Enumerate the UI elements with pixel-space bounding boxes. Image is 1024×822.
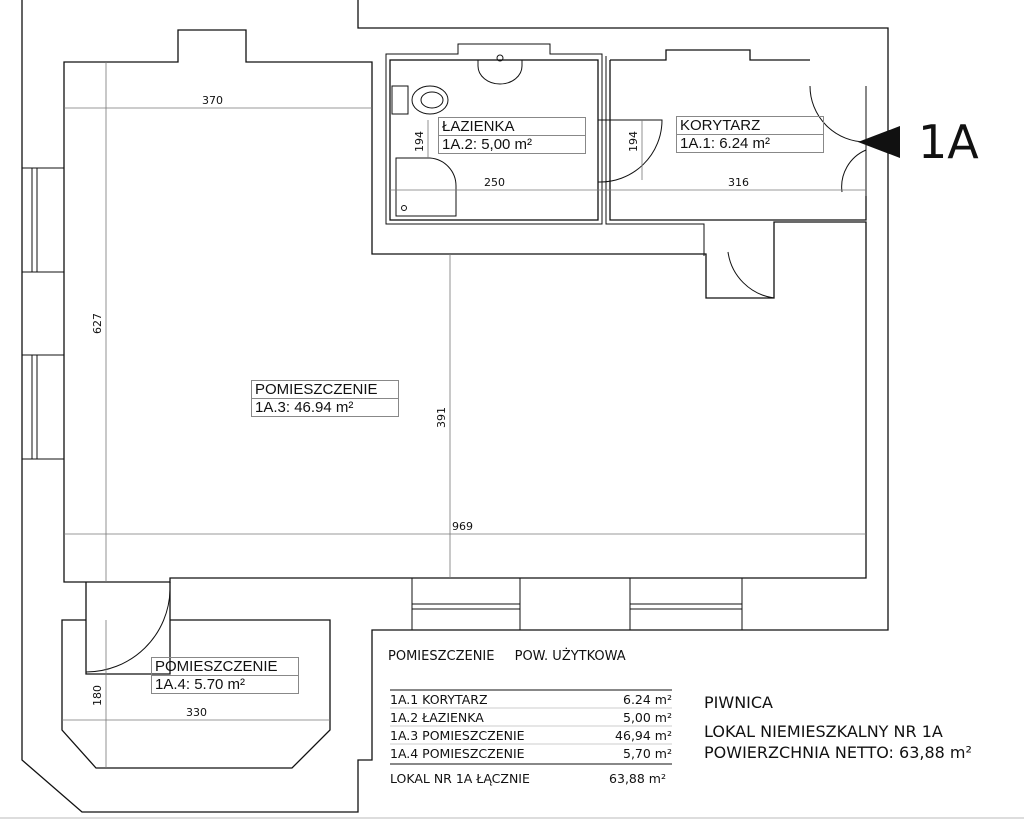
room-label-corridor: KORYTARZ 1A.1: 6.24 m²: [676, 116, 824, 153]
table-rules: [390, 689, 672, 765]
window-left-upper: [21, 167, 65, 273]
room-label-bathroom: ŁAZIENKA 1A.2: 5,00 m²: [438, 117, 586, 154]
room-name: POMIESZCZENIE: [255, 381, 378, 398]
dim-627: 627: [91, 313, 104, 334]
corridor-outer: [605, 56, 705, 256]
table-row-area: 5,70 m²: [623, 746, 672, 761]
outer-wall: [21, 0, 889, 813]
table-row-name: 1A.3 POMIESZCZENIE: [390, 728, 525, 743]
dim-250: 250: [484, 176, 505, 189]
dimension-lines: [62, 62, 866, 768]
table-row-area: 46,94 m²: [615, 728, 672, 743]
room-area: 1A.2: 5,00 m²: [439, 135, 585, 153]
unit-mark-label: 1A: [918, 115, 979, 169]
dim-194-corridor: 194: [627, 131, 640, 152]
shower-icon: [395, 157, 457, 217]
table-total-name: LOKAL NR 1A ŁĄCZNIE: [390, 771, 530, 786]
table-row-name: 1A.2 ŁAZIENKA: [390, 710, 484, 725]
room-name: POMIESZCZENIE: [155, 658, 278, 675]
door-arc-room-1a4: [85, 589, 171, 673]
table-row-area: 5,00 m²: [623, 710, 672, 725]
dim-194-bathroom: 194: [413, 131, 426, 152]
window-bottom-left: [411, 577, 521, 631]
window-left-lower: [21, 354, 65, 460]
bathroom-outer: [385, 43, 603, 225]
sink-icon: [477, 54, 523, 85]
room-1a4-wall: [61, 582, 331, 769]
room-area: 1A.1: 6.24 m²: [677, 134, 823, 152]
door-arc-corridor: [727, 222, 775, 299]
door-arc-entrance: [809, 85, 867, 193]
table-row: 1A.4 POMIESZCZENIE 5,70 m²: [390, 745, 672, 763]
room-1a3-wall: [63, 29, 867, 583]
room-area: 1A.3: 46.94 m²: [252, 398, 398, 416]
table-row-name: 1A.1 KORYTARZ: [390, 692, 488, 707]
window-bottom-right: [629, 577, 743, 631]
info-level: PIWNICA: [704, 693, 773, 712]
info-net-area: POWIERZCHNIA NETTO: 63,88 m²: [704, 743, 972, 762]
door-arc-bathroom: [597, 119, 663, 183]
table-header-area: POW. UŻYTKOWA: [514, 649, 626, 664]
table-row: 1A.3 POMIESZCZENIE 46,94 m²: [390, 727, 672, 745]
dim-316: 316: [728, 176, 749, 189]
table-row: 1A.2 ŁAZIENKA 5,00 m²: [390, 709, 672, 727]
room-label-small: POMIESZCZENIE 1A.4: 5.70 m²: [151, 657, 299, 694]
dim-969: 969: [452, 520, 473, 533]
table-total-area: 63,88 m²: [609, 771, 666, 786]
info-unit: LOKAL NIEMIESZKALNY NR 1A: [704, 722, 943, 741]
room-area: 1A.4: 5.70 m²: [152, 675, 298, 693]
room-label-main: POMIESZCZENIE 1A.3: 46.94 m²: [251, 380, 399, 417]
table-row: 1A.1 KORYTARZ 6.24 m²: [390, 691, 672, 709]
toilet-icon: [391, 85, 449, 115]
dim-370: 370: [202, 94, 223, 107]
dim-330: 330: [186, 706, 207, 719]
table-header: POMIESZCZENIE POW. UŻYTKOWA: [388, 649, 626, 664]
entrance-arrow-icon: [858, 126, 900, 158]
table-total-row: LOKAL NR 1A ŁĄCZNIE 63,88 m²: [390, 770, 666, 788]
corridor-wall: [609, 49, 867, 221]
dim-180: 180: [91, 685, 104, 706]
room-name: KORYTARZ: [680, 117, 761, 134]
room-name: ŁAZIENKA: [442, 118, 515, 135]
table-row-name: 1A.4 POMIESZCZENIE: [390, 746, 525, 761]
table-row-area: 6.24 m²: [623, 692, 672, 707]
table-header-name: POMIESZCZENIE: [388, 649, 495, 664]
dim-391: 391: [435, 407, 448, 428]
